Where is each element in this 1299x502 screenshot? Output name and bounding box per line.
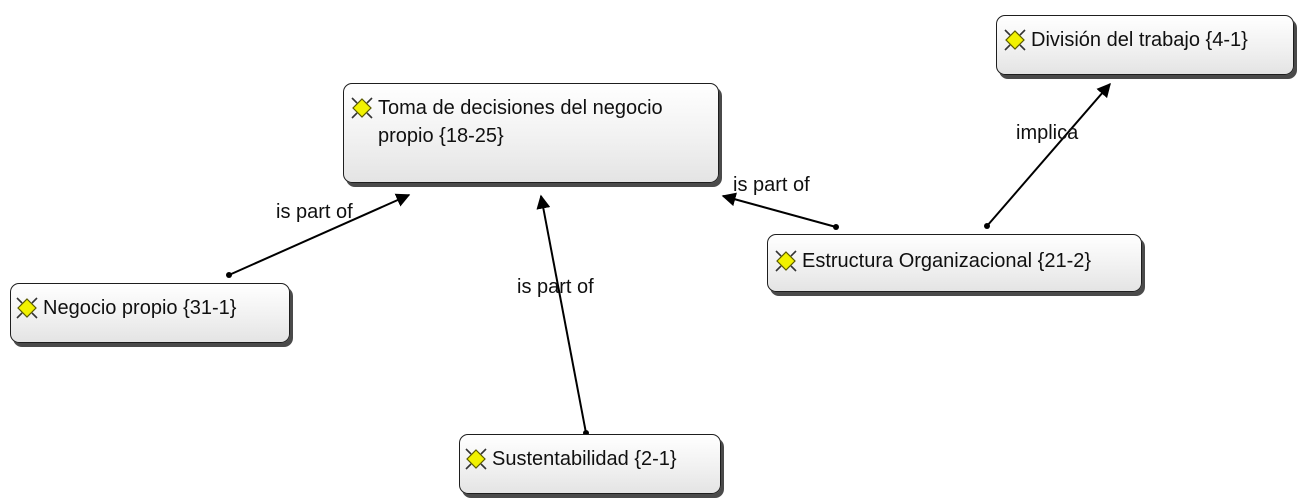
link-label-estructura-toma: is part of bbox=[733, 174, 810, 196]
code-icon bbox=[775, 250, 797, 272]
link-label-sustentabilidad-toma: is part of bbox=[517, 276, 594, 298]
node-negocio-propio[interactable]: Negocio propio {31-1} bbox=[10, 283, 290, 343]
link-origin-dot bbox=[226, 272, 232, 278]
code-icon bbox=[465, 448, 487, 470]
node-division-del-trabajo[interactable]: División del trabajo {4-1} bbox=[996, 15, 1294, 75]
node-estructura-organizacional[interactable]: Estructura Organizacional {21-2} bbox=[767, 234, 1142, 292]
link-origin-dot bbox=[833, 224, 839, 230]
node-label: Toma de decisiones del negocio propio {1… bbox=[378, 97, 663, 147]
node-label: División del trabajo {4-1} bbox=[1031, 29, 1248, 51]
code-icon bbox=[16, 297, 38, 319]
link-estructura-to-toma[interactable] bbox=[721, 192, 837, 228]
link-label-negocio-toma: is part of bbox=[276, 201, 353, 223]
node-label: Negocio propio {31-1} bbox=[43, 297, 237, 319]
link-negocio-to-toma[interactable] bbox=[228, 193, 411, 276]
link-estructura-to-division[interactable] bbox=[986, 82, 1111, 227]
code-icon bbox=[351, 97, 373, 119]
link-label-estructura-division: implica bbox=[1016, 122, 1079, 144]
node-label: Estructura Organizacional {21-2} bbox=[802, 250, 1092, 272]
node-label: Sustentabilidad {2-1} bbox=[492, 448, 677, 470]
node-sustentabilidad[interactable]: Sustentabilidad {2-1} bbox=[459, 434, 721, 494]
link-origin-dot bbox=[984, 223, 990, 229]
node-toma-de-decisiones[interactable]: Toma de decisiones del negocio propio {1… bbox=[343, 83, 719, 183]
code-icon bbox=[1004, 29, 1026, 51]
link-sustentabilidad-to-toma[interactable] bbox=[536, 194, 587, 434]
